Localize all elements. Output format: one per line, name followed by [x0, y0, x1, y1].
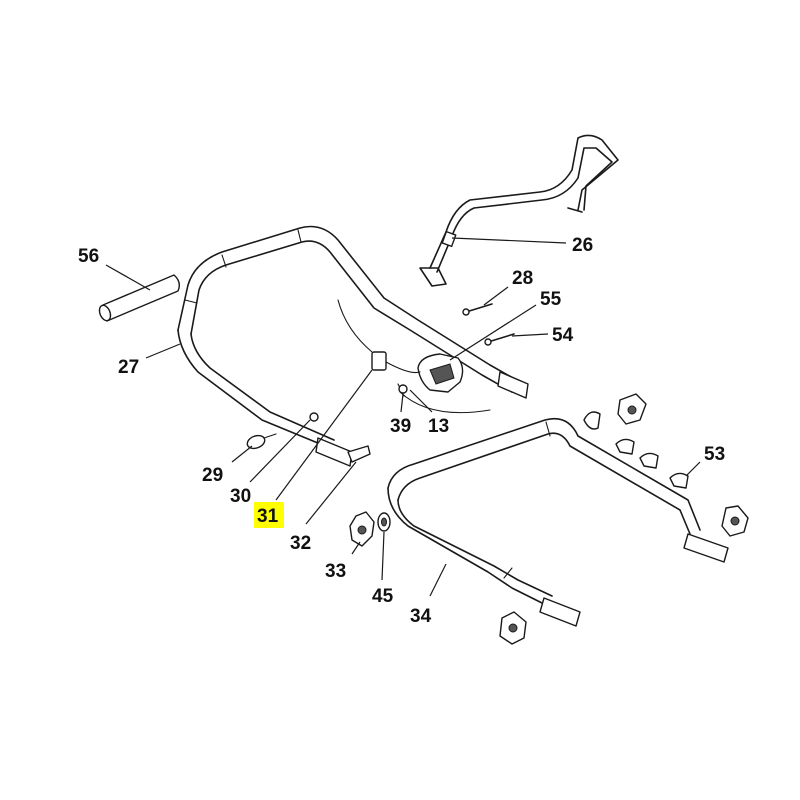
- part-26-bail: [419, 134, 619, 287]
- label-28: 28: [512, 268, 533, 289]
- highlight-31: [254, 502, 284, 528]
- part-28-bolt: [462, 303, 493, 316]
- part-45-bushing: [377, 512, 391, 532]
- label-54: 54: [552, 325, 574, 346]
- part-55-control-box: [417, 353, 464, 393]
- part-56-grip: [98, 274, 181, 322]
- part-27-upper-handle: [177, 225, 529, 467]
- part-34-lower-handle: [387, 417, 729, 627]
- label-53: 53: [704, 444, 725, 465]
- label-31: 31: [257, 506, 279, 527]
- label-29: 29: [202, 465, 223, 486]
- cable: [337, 299, 491, 414]
- part-33-star-knob-bottom: [499, 611, 527, 645]
- label-32: 32: [290, 533, 311, 554]
- label-27: 27: [118, 357, 139, 378]
- label-56: 56: [78, 246, 99, 267]
- part-29-knob-bolt: [246, 433, 277, 450]
- label-30: 30: [230, 486, 251, 507]
- label-55: 55: [540, 289, 562, 310]
- part-39-nut: [398, 384, 408, 394]
- label-34: 34: [410, 606, 432, 627]
- part-33-star-knob: [349, 511, 375, 547]
- label-45: 45: [372, 586, 394, 607]
- part-30-washer: [309, 412, 319, 422]
- part-labels: 56 27 26 28 55 54 39 13 29 30 31 32 33 4…: [78, 235, 725, 627]
- part-32-bracket: [347, 445, 371, 463]
- part-54-bolt: [484, 333, 515, 346]
- label-33: 33: [325, 561, 346, 582]
- part-53-cable-clips: [583, 393, 689, 489]
- label-13: 13: [428, 416, 449, 437]
- label-39: 39: [390, 416, 411, 437]
- part-53-star-knob-right: [721, 505, 749, 537]
- leader-lines: [105, 237, 701, 597]
- part-31-clip: [371, 351, 387, 371]
- label-26: 26: [572, 235, 593, 256]
